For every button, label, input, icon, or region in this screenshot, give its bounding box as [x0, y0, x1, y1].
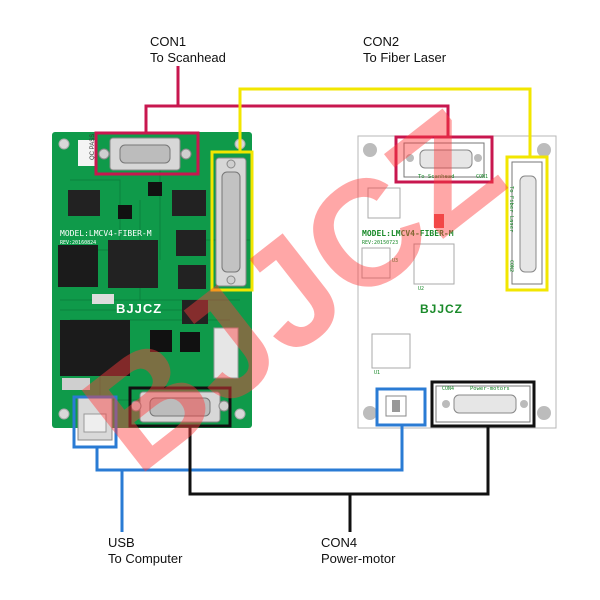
left-rev-text: REV:20160824: [60, 240, 96, 246]
con1-label: CON1 To Scanhead: [150, 34, 226, 66]
qc-pass-sticker: QC PASS: [90, 134, 96, 160]
con4-wire: [128, 380, 536, 532]
usb-label: USB To Computer: [108, 535, 182, 567]
right-model-text: MODEL:LMCV4-FIBER-M: [362, 229, 454, 238]
usb-subtitle: To Computer: [108, 551, 183, 566]
usb-left-box: [72, 395, 118, 449]
u2-label: U2: [418, 286, 424, 292]
con1-wire: [94, 66, 494, 184]
con1-right-box: [394, 135, 494, 184]
right-con2-silk: To Fiber Laser: [508, 186, 514, 233]
con4-subtitle: Power-motor: [321, 551, 396, 566]
right-con1-silk: To Scanhead: [418, 174, 454, 180]
con1-title: CON1: [150, 34, 187, 49]
right-con4-id: CON4: [442, 386, 454, 392]
con1-left-box: [94, 131, 200, 176]
con4-label: CON4 Power-motor: [321, 535, 395, 567]
con2-right-box: [505, 155, 549, 292]
right-con1-id: CON1: [476, 174, 488, 180]
con2-subtitle: To Fiber Laser: [363, 50, 447, 65]
con4-right-box: [430, 380, 536, 428]
right-con2-id: CON2: [508, 260, 514, 272]
con2-wire: [210, 87, 549, 292]
con1-subtitle: To Scanhead: [150, 50, 226, 65]
con2-title: CON2: [363, 34, 400, 49]
left-model-text: MODEL:LMCV4-FIBER-M: [60, 229, 152, 238]
right-con4-silk: Power-motors: [470, 386, 510, 392]
left-brand-text: BJJCZ: [116, 301, 162, 316]
u3-label: U3: [392, 258, 398, 264]
con4-left-box: [128, 386, 232, 428]
u1-label: U1: [374, 370, 380, 376]
left-pcb: QC PASS MODEL:LMCV4-FIBER-M REV:20160824…: [52, 132, 252, 441]
usb-wire: [72, 387, 427, 532]
right-rev-text: REV:20150723: [362, 240, 398, 246]
con2-label: CON2 To Fiber Laser: [363, 34, 446, 66]
right-board: To Scanhead CON1 To Fiber Laser CON2 U1 …: [357, 135, 557, 429]
usb-title: USB: [108, 535, 135, 550]
right-brand-text: BJJCZ: [420, 302, 463, 316]
con4-title: CON4: [321, 535, 358, 550]
con2-left-box: [210, 150, 254, 292]
